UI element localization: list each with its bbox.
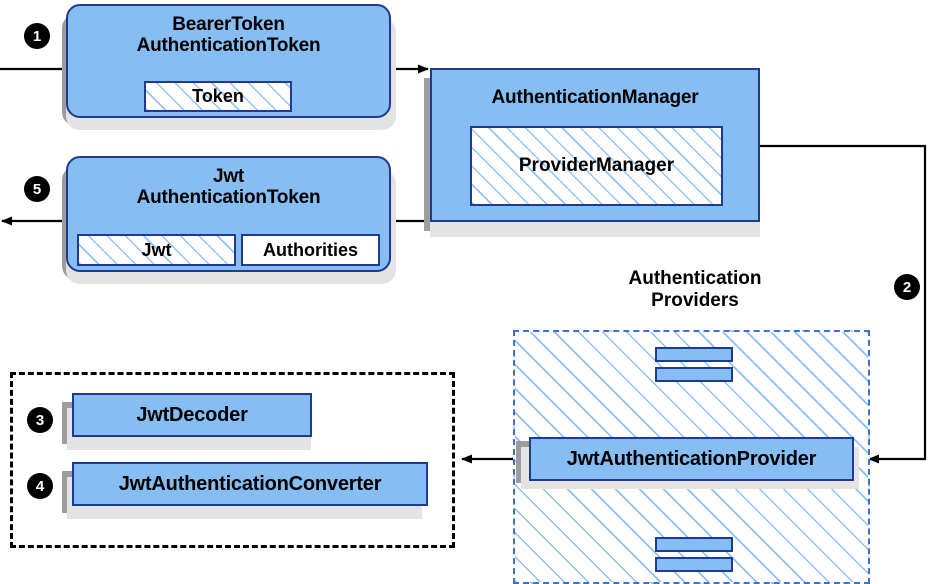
- jwt-token-field-jwt-label: Jwt: [141, 239, 172, 260]
- group-jwt-support: [10, 372, 455, 548]
- step-badge-2: 2: [895, 275, 919, 299]
- node-bearer-token-authentication-token[interactable]: BearerToken AuthenticationToken Token: [66, 4, 391, 118]
- node-authentication-manager[interactable]: AuthenticationManager ProviderManager: [430, 68, 760, 222]
- provider-stub-bar-top-1: [655, 347, 733, 362]
- bearer-token-field-token-label: Token: [192, 86, 244, 106]
- node-jwt-authentication-token[interactable]: Jwt AuthenticationToken Jwt Authorities: [66, 156, 391, 272]
- step-badge-5: 5: [25, 177, 49, 201]
- jwt-token-field-authorities-label: Authorities: [262, 239, 358, 260]
- authentication-manager-field-provider-manager: ProviderManager: [470, 126, 723, 206]
- bearer-token-title: BearerToken AuthenticationToken: [136, 14, 321, 57]
- jwt-token-field-jwt: Jwt: [77, 234, 236, 266]
- jwt-authentication-provider-title: JwtAuthenticationProvider: [566, 447, 817, 470]
- node-jwt-decoder[interactable]: JwtDecoder: [72, 393, 312, 437]
- node-jwt-authentication-converter[interactable]: JwtAuthenticationConverter: [72, 462, 428, 506]
- step-badge-3: 3: [28, 408, 52, 432]
- provider-manager-label: ProviderManager: [518, 155, 675, 176]
- authentication-providers-label: Authentication Providers: [628, 268, 762, 311]
- provider-stub-bar-bottom-1: [655, 537, 733, 552]
- provider-stub-bar-bottom-2: [655, 557, 733, 572]
- step-badge-1: 1: [25, 24, 49, 48]
- jwt-authentication-converter-title: JwtAuthenticationConverter: [118, 472, 382, 495]
- jwt-authentication-token-title: Jwt AuthenticationToken: [136, 166, 321, 209]
- bearer-token-field-token: Token: [144, 81, 292, 112]
- jwt-decoder-title: JwtDecoder: [136, 403, 248, 426]
- step-badge-4: 4: [28, 474, 52, 498]
- node-jwt-authentication-provider[interactable]: JwtAuthenticationProvider: [529, 437, 854, 481]
- provider-stub-bar-top-2: [655, 367, 733, 382]
- authentication-manager-title: AuthenticationManager: [491, 87, 699, 108]
- jwt-token-field-authorities: Authorities: [241, 234, 380, 266]
